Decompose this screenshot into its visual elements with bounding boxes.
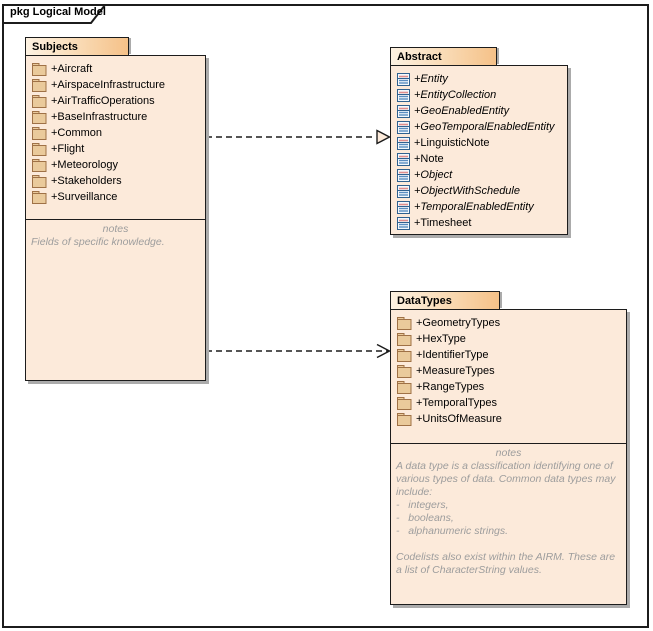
package-item-baseinfrastructure[interactable]: +BaseInfrastructure [26,109,205,125]
folder-icon [32,95,47,108]
folder-icon [397,333,412,346]
package-item-stakeholders[interactable]: +Stakeholders [26,173,205,189]
folder-icon [32,143,47,156]
package-item-meteorology[interactable]: +Meteorology [26,157,205,173]
open-arrowhead [376,343,392,359]
class-item-entitycollection[interactable]: +EntityCollection [391,87,567,103]
notes-text: Fields of specific knowledge. [31,236,165,248]
folder-icon [397,317,412,330]
class-icon [397,169,410,182]
class-item-note[interactable]: +Note [391,151,567,167]
package-item-unitsofmeasure[interactable]: +UnitsOfMeasure [391,411,626,427]
folder-icon [397,365,412,378]
package-item-identifiertype[interactable]: +IdentifierType [391,347,626,363]
package-subjects-tab[interactable]: Subjects [25,37,129,55]
folder-icon [397,381,412,394]
package-item-temporaltypes[interactable]: +TemporalTypes [391,395,626,411]
package-datatypes[interactable]: +GeometryTypes +HexType +IdentifierType … [390,309,627,605]
class-icon [397,201,410,214]
hollow-triangle-arrowhead [376,129,392,145]
package-item-flight[interactable]: +Flight [26,141,205,157]
package-abstract[interactable]: +Entity +EntityCollection +GeoEnabledEnt… [390,65,568,235]
class-item-object[interactable]: +Object [391,167,567,183]
package-title: Subjects [32,40,78,53]
class-item-linguisticnote[interactable]: +LinguisticNote [391,135,567,151]
class-icon [397,105,410,118]
folder-icon [397,413,412,426]
folder-icon [32,159,47,172]
package-item-surveillance[interactable]: +Surveillance [26,189,205,205]
notes-title: notes [495,447,522,459]
package-item-geometrytypes[interactable]: +GeometryTypes [391,315,626,331]
package-datatypes-tab[interactable]: DataTypes [390,291,500,309]
class-item-temporalenabledentity[interactable]: +TemporalEnabledEntity [391,199,567,215]
notes-title: notes [102,223,129,235]
package-item-airspaceinfrastructure[interactable]: +AirspaceInfrastructure [26,77,205,93]
package-item-airtrafficoperations[interactable]: +AirTrafficOperations [26,93,205,109]
diagram-frame [2,4,649,628]
folder-icon [32,191,47,204]
package-title: Abstract [397,50,442,63]
package-subjects-list: +Aircraft +AirspaceInfrastructure +AirTr… [26,56,205,219]
package-item-aircraft[interactable]: +Aircraft [26,61,205,77]
package-abstract-list: +Entity +EntityCollection +GeoEnabledEnt… [391,66,567,231]
class-item-timesheet[interactable]: +Timesheet [391,215,567,231]
package-item-measuretypes[interactable]: +MeasureTypes [391,363,626,379]
class-icon [397,153,410,166]
package-item-rangetypes[interactable]: +RangeTypes [391,379,626,395]
folder-icon [397,349,412,362]
package-abstract-tab[interactable]: Abstract [390,47,497,65]
package-datatypes-list: +GeometryTypes +HexType +IdentifierType … [391,310,626,443]
package-item-common[interactable]: +Common [26,125,205,141]
class-item-geotemporalenabledentity[interactable]: +GeoTemporalEnabledEntity [391,119,567,135]
package-datatypes-notes: notes A data type is a classification id… [391,443,626,607]
class-icon [397,137,410,150]
class-item-objectwithschedule[interactable]: +ObjectWithSchedule [391,183,567,199]
folder-icon [32,127,47,140]
folder-icon [32,175,47,188]
notes-text: A data type is a classification identify… [396,460,616,576]
frame-tab [2,4,108,24]
package-subjects[interactable]: +Aircraft +AirspaceInfrastructure +AirTr… [25,55,206,381]
folder-icon [32,111,47,124]
folder-icon [32,63,47,76]
class-icon [397,89,410,102]
class-icon [397,185,410,198]
dependency-arrow-subjects-datatypes[interactable] [206,343,392,359]
class-item-entity[interactable]: +Entity [391,71,567,87]
package-item-hextype[interactable]: +HexType [391,331,626,347]
package-title: DataTypes [397,294,452,307]
folder-icon [32,79,47,92]
class-icon [397,73,410,86]
class-icon [397,121,410,134]
class-item-geoenabledentity[interactable]: +GeoEnabledEntity [391,103,567,119]
diagram-title: pkg Logical Model [10,6,106,18]
folder-icon [397,397,412,410]
class-icon [397,217,410,230]
package-subjects-notes: notes Fields of specific knowledge. [26,219,205,384]
dependency-arrow-subjects-abstract[interactable] [206,129,392,145]
